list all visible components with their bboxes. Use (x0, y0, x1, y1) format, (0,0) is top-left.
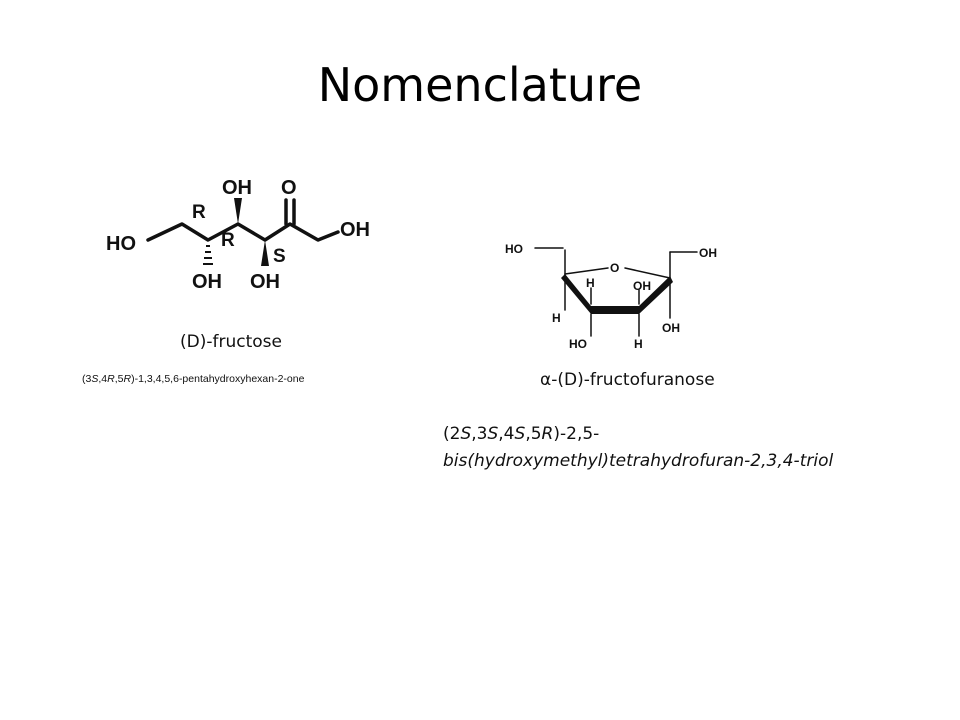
oxygen-label: O (281, 177, 297, 199)
h-label: H (586, 276, 595, 290)
fructofuranose-structure: HO OH O H OH H OH HO H (505, 242, 717, 351)
hash-bond (203, 245, 213, 265)
ring-bond-bold (561, 274, 591, 314)
fructofuranose-iupac-name: (2S,3S,4S,5R)-2,5-bis(hydroxymethyl)tetr… (443, 421, 913, 475)
fructofuranose-caption: α-(D)-fructofuranose (540, 370, 715, 390)
iupac-part: ,4 (498, 424, 515, 444)
iupac-part: (3 (82, 373, 92, 385)
iupac-stereo: S (460, 424, 472, 444)
oh-label: OH (699, 246, 717, 260)
h-label: H (552, 311, 561, 325)
wedge-bond (261, 240, 269, 266)
iupac-stereo: S (91, 373, 99, 385)
oh-label: OH (192, 271, 222, 293)
iupac-part: )-1,3,4,5,6-pentahydroxyhexan-2-one (131, 373, 305, 385)
iupac-part: bis(hydroxymethyl)tetrahydrofuran-2,3,4-… (443, 451, 834, 471)
iupac-stereo: R (541, 424, 554, 444)
iupac-stereo: R (107, 373, 115, 385)
ho-label: HO (505, 242, 523, 256)
iupac-part: (2 (443, 424, 461, 444)
iupac-part: ,3 (471, 424, 488, 444)
ho-label: HO (569, 337, 587, 351)
oh-label: OH (633, 279, 651, 293)
iupac-part: ,4 (98, 373, 108, 385)
iupac-stereo: R (123, 373, 132, 385)
iupac-stereo: S (514, 424, 526, 444)
oh-label: OH (250, 271, 280, 293)
fructose-structure: HO OH O OH OH OH R R S (106, 177, 370, 293)
stereo-label: R (192, 202, 206, 223)
oh-label: OH (662, 321, 680, 335)
oh-label: OH (222, 177, 252, 199)
wedge-bond (234, 198, 242, 224)
fructose-caption: (D)-fructose (180, 332, 282, 352)
oh-label: OH (340, 219, 370, 241)
ring-bond-bold (591, 306, 639, 314)
iupac-part: )-2,5- (553, 424, 600, 444)
iupac-part: ,5 (114, 373, 124, 385)
fructose-iupac-name: (3S,4R,5R)-1,3,4,5,6-pentahydroxyhexan-2… (82, 373, 304, 385)
backbone-bond (146, 222, 340, 242)
ring-oxygen-label: O (610, 261, 619, 275)
stereo-label: R (221, 230, 235, 251)
stereo-label: S (273, 246, 286, 267)
h-label: H (634, 337, 643, 351)
ring-bond (564, 267, 609, 275)
ring-bond (624, 267, 671, 279)
iupac-stereo: S (487, 424, 499, 444)
ho-label: HO (106, 233, 136, 255)
slide-title: Nomenclature (317, 58, 643, 112)
ring-bond-bold (639, 276, 673, 314)
iupac-part: ,5 (525, 424, 542, 444)
